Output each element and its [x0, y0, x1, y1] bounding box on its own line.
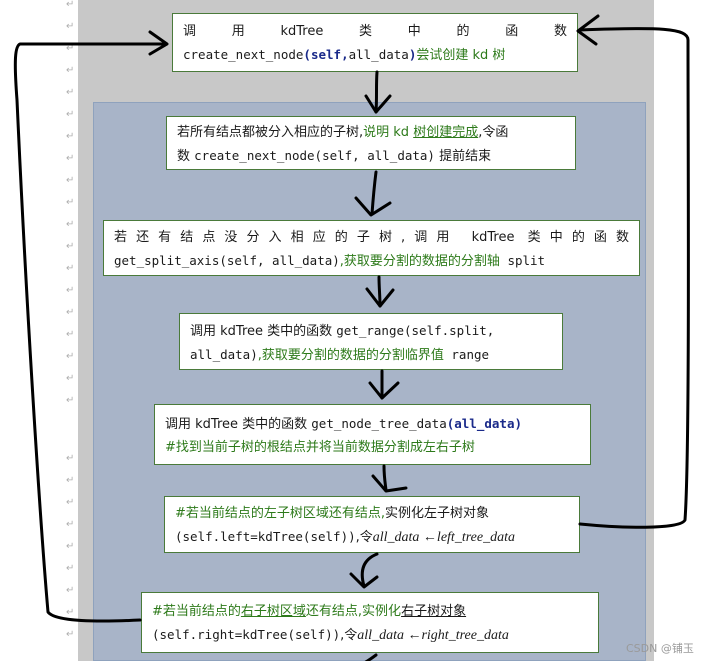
step-text-line: (self.left=kdTree(self)),令all_data ←left…	[175, 529, 515, 545]
paragraph-mark: ↵	[66, 241, 75, 252]
step-text-line: #若当前结点的右子树区域还有结点,实例化右子树对象	[152, 604, 467, 619]
step-text-line: #若当前结点的左子树区域还有结点,实例化左子树对象	[175, 506, 490, 521]
paragraph-mark: ↵	[66, 373, 75, 384]
paragraph-mark: ↵	[66, 329, 75, 340]
paragraph-mark: ↵	[66, 475, 75, 486]
step-text-line: (self.right=kdTree(self)),令all_data ←rig…	[152, 627, 509, 643]
step-text-line: get_split_axis(self, all_data),获取要分割的数据的…	[114, 253, 546, 269]
paragraph-mark: ↵	[66, 219, 75, 230]
paragraph-mark: ↵	[66, 307, 75, 318]
paragraph-mark: ↵	[66, 43, 75, 54]
paragraph-mark-gutter: ↵ ↵ ↵ ↵ ↵ ↵ ↵ ↵ ↵ ↵ ↵ ↵ ↵ ↵ ↵ ↵ ↵ ↵ ↵ ↵ …	[0, 0, 78, 661]
paragraph-mark: ↵	[66, 263, 75, 274]
paragraph-mark: ↵	[66, 453, 75, 464]
paragraph-mark: ↵	[66, 395, 75, 406]
right-margin	[654, 0, 709, 661]
step-create-next-node: 调 用 kdTree 类 中 的 函 数 create_next_node(se…	[172, 13, 578, 72]
step-left-subtree: #若当前结点的左子树区域还有结点,实例化左子树对象 (self.left=kdT…	[164, 496, 580, 553]
step-text-line: 数 create_next_node(self, all_data) 提前结束	[177, 148, 492, 164]
step-text-line: #找到当前子树的根结点并将当前数据分割成左右子树	[165, 440, 475, 455]
step-text-line: 调用 kdTree 类中的函数 get_range(self.split,	[190, 323, 495, 339]
paragraph-mark: ↵	[66, 607, 75, 618]
paragraph-mark: ↵	[66, 21, 75, 32]
paragraph-mark: ↵	[66, 131, 75, 142]
paragraph-mark: ↵	[66, 541, 75, 552]
paragraph-mark: ↵	[66, 351, 75, 362]
step-get-node-tree-data: 调用 kdTree 类中的函数 get_node_tree_data(all_d…	[154, 404, 591, 465]
step-get-range: 调用 kdTree 类中的函数 get_range(self.split, al…	[179, 313, 563, 370]
step-text-line: create_next_node(self,all_data)尝试创建 kd 树	[183, 47, 506, 63]
paragraph-mark: ↵	[66, 153, 75, 164]
step-text-line: 若还有结点没分入相应的子树,调用 kdTree 类中的函数	[114, 230, 629, 245]
step-text-line: 若所有结点都被分入相应的子树,说明 kd 树创建完成,令函	[177, 125, 509, 140]
step-text-line: 调用 kdTree 类中的函数 get_node_tree_data(all_d…	[165, 416, 522, 432]
step-right-subtree: #若当前结点的右子树区域还有结点,实例化右子树对象 (self.right=kd…	[141, 592, 599, 653]
step-check-complete: 若所有结点都被分入相应的子树,说明 kd 树创建完成,令函 数 create_n…	[166, 116, 576, 170]
watermark: CSDN @铺玉	[626, 642, 694, 655]
paragraph-mark: ↵	[66, 497, 75, 508]
paragraph-mark: ↵	[66, 175, 75, 186]
paragraph-mark: ↵	[66, 0, 75, 10]
paragraph-mark: ↵	[66, 585, 75, 596]
paragraph-mark: ↵	[66, 197, 75, 208]
paragraph-mark: ↵	[66, 563, 75, 574]
paragraph-mark: ↵	[66, 519, 75, 530]
paragraph-mark: ↵	[66, 629, 75, 640]
paragraph-mark: ↵	[66, 87, 75, 98]
step-text-line: 调 用 kdTree 类 中 的 函 数	[183, 24, 567, 39]
paragraph-mark: ↵	[66, 109, 75, 120]
paragraph-mark: ↵	[66, 285, 75, 296]
loop-body-panel	[93, 102, 646, 661]
step-text-line: all_data),获取要分割的数据的分割临界值 range	[190, 347, 490, 363]
paragraph-mark: ↵	[66, 65, 75, 76]
step-get-split-axis: 若还有结点没分入相应的子树,调用 kdTree 类中的函数 get_split_…	[103, 220, 640, 276]
